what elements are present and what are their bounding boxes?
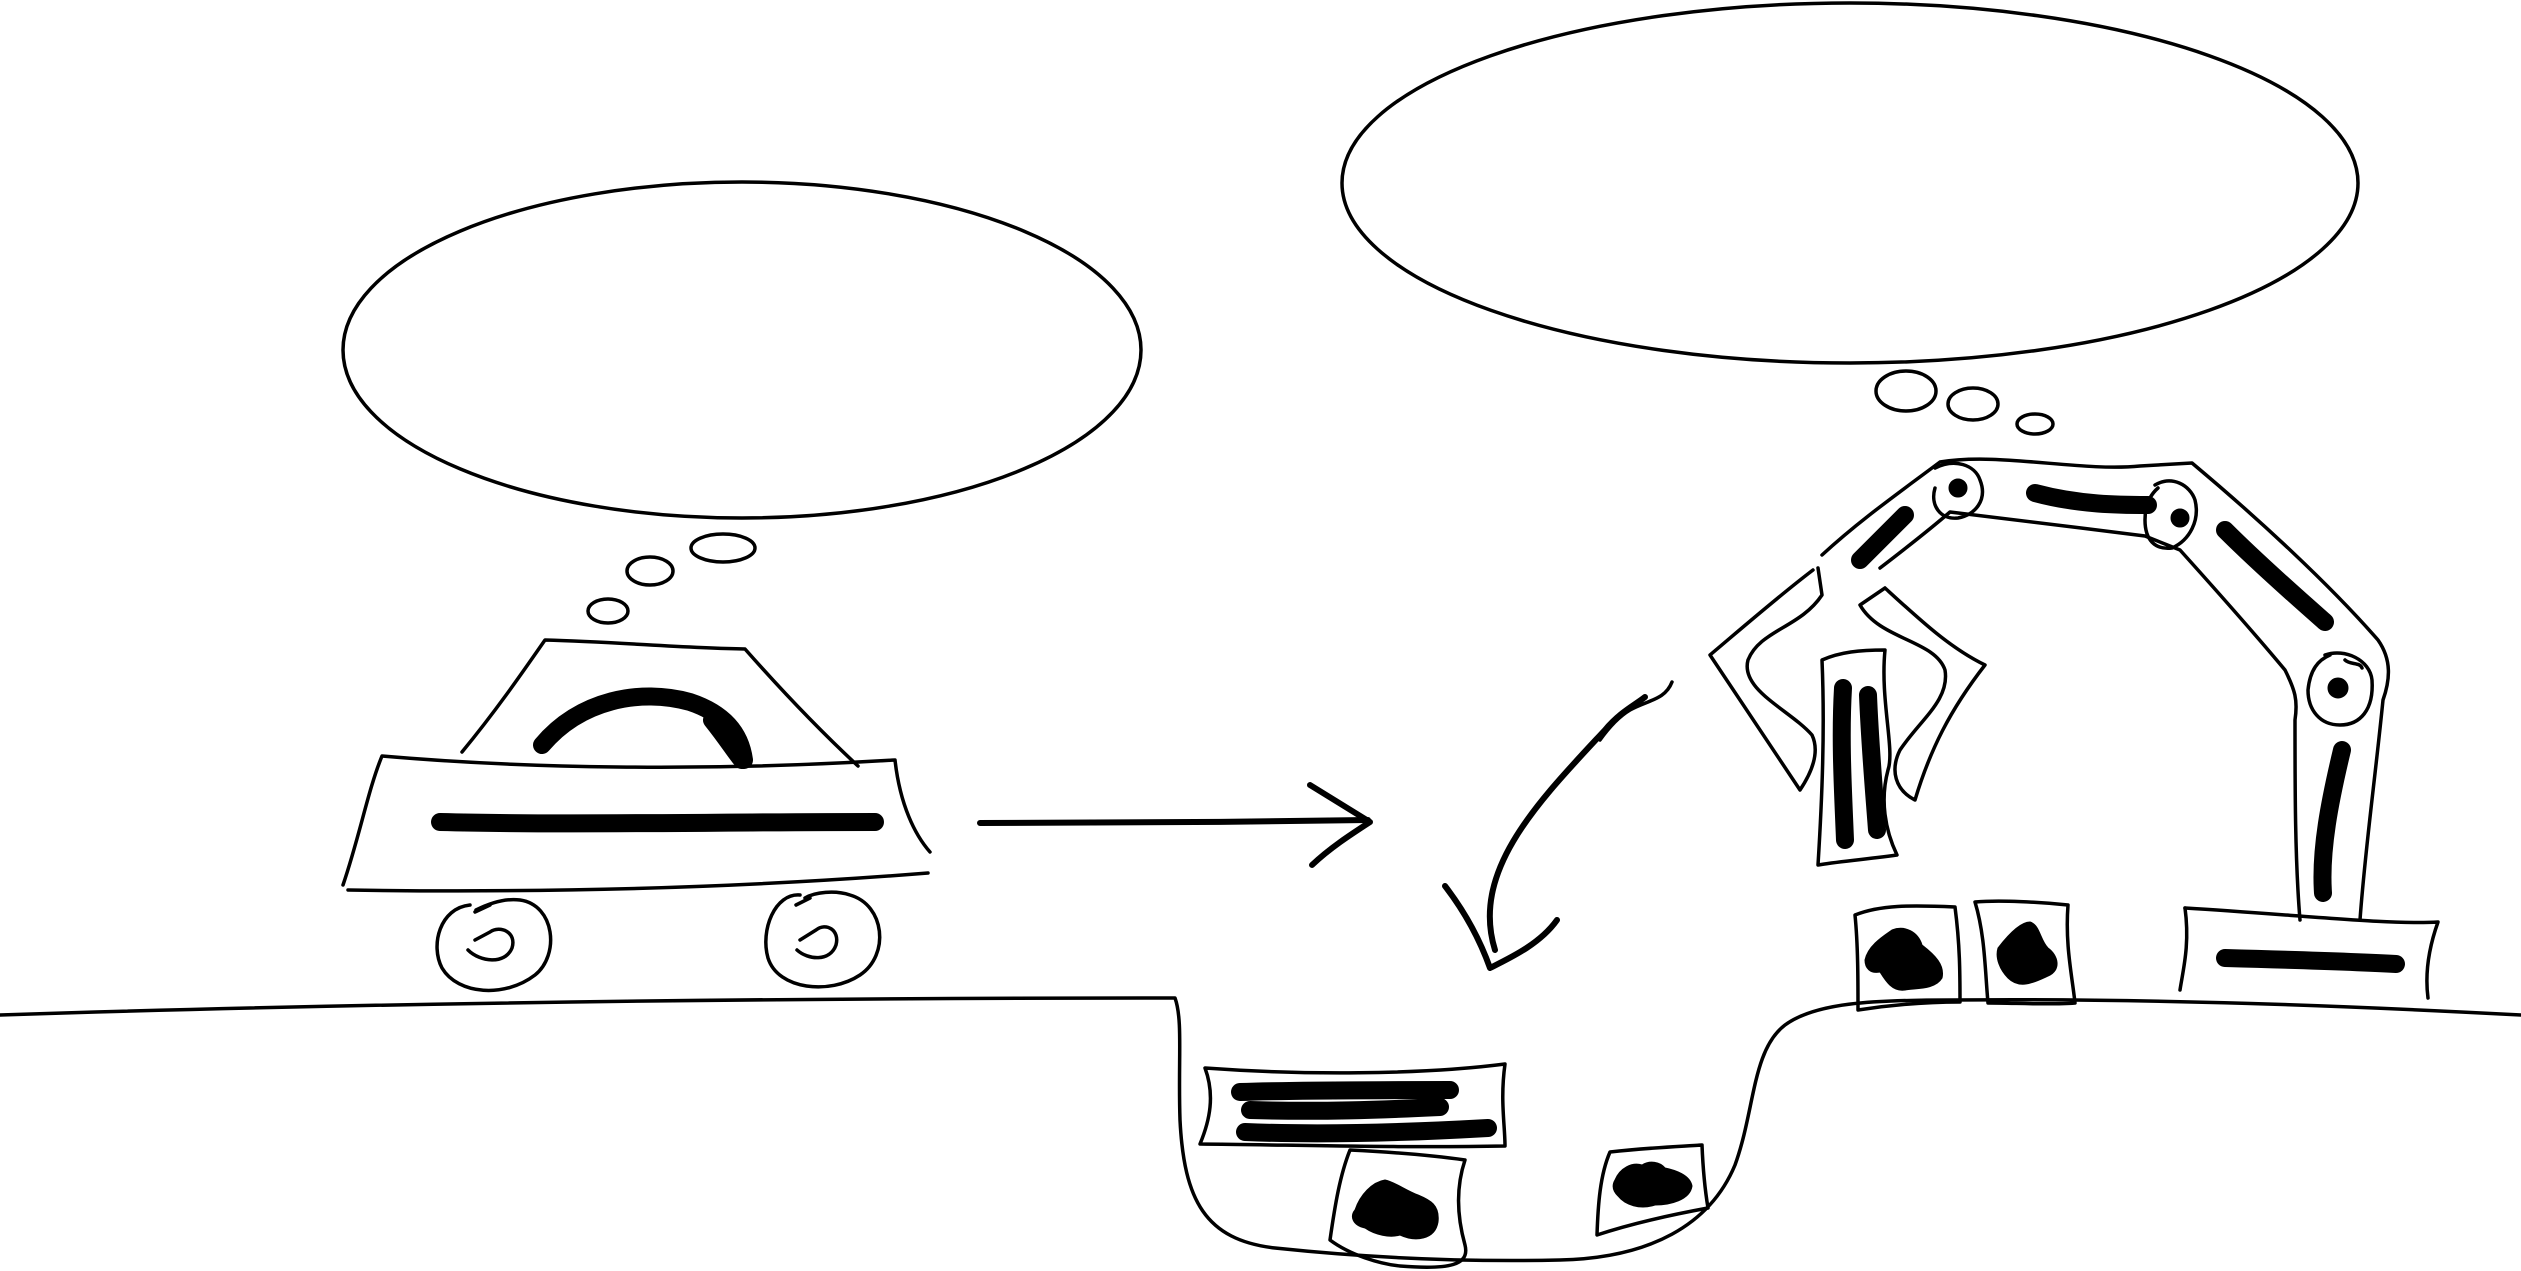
robot-joint-3 xyxy=(2306,651,2374,727)
box-platform-2 xyxy=(1973,899,2077,1006)
car-body-stripe xyxy=(431,813,884,833)
box-pit-1 xyxy=(1328,1148,1468,1270)
robot-claw xyxy=(1708,566,1987,802)
car-window-scribble xyxy=(533,687,753,769)
car-window-scribble-tail xyxy=(703,711,751,769)
robot-joint-1 xyxy=(1932,461,1985,520)
drop-arrow xyxy=(1442,680,1674,971)
car-wheel-right xyxy=(764,890,882,989)
box-platform-1 xyxy=(1853,904,1962,1012)
ground-line xyxy=(0,996,2521,1263)
box-pit-crate xyxy=(1198,1062,1507,1149)
car-wheel-left xyxy=(435,897,553,993)
robot-joint-2 xyxy=(2143,479,2198,550)
car-bottom xyxy=(346,871,930,893)
held-box xyxy=(1816,648,1899,867)
box-pit-2 xyxy=(1595,1143,1710,1237)
robot-arm xyxy=(1708,457,2440,1000)
car-thought-bubble xyxy=(341,180,1143,625)
forward-arrow xyxy=(977,782,1373,868)
robot-base xyxy=(2178,906,2440,1000)
car xyxy=(341,638,932,993)
robot-thought-bubble xyxy=(1340,1,2360,436)
car-body xyxy=(341,754,932,887)
car-cabin xyxy=(460,638,860,768)
